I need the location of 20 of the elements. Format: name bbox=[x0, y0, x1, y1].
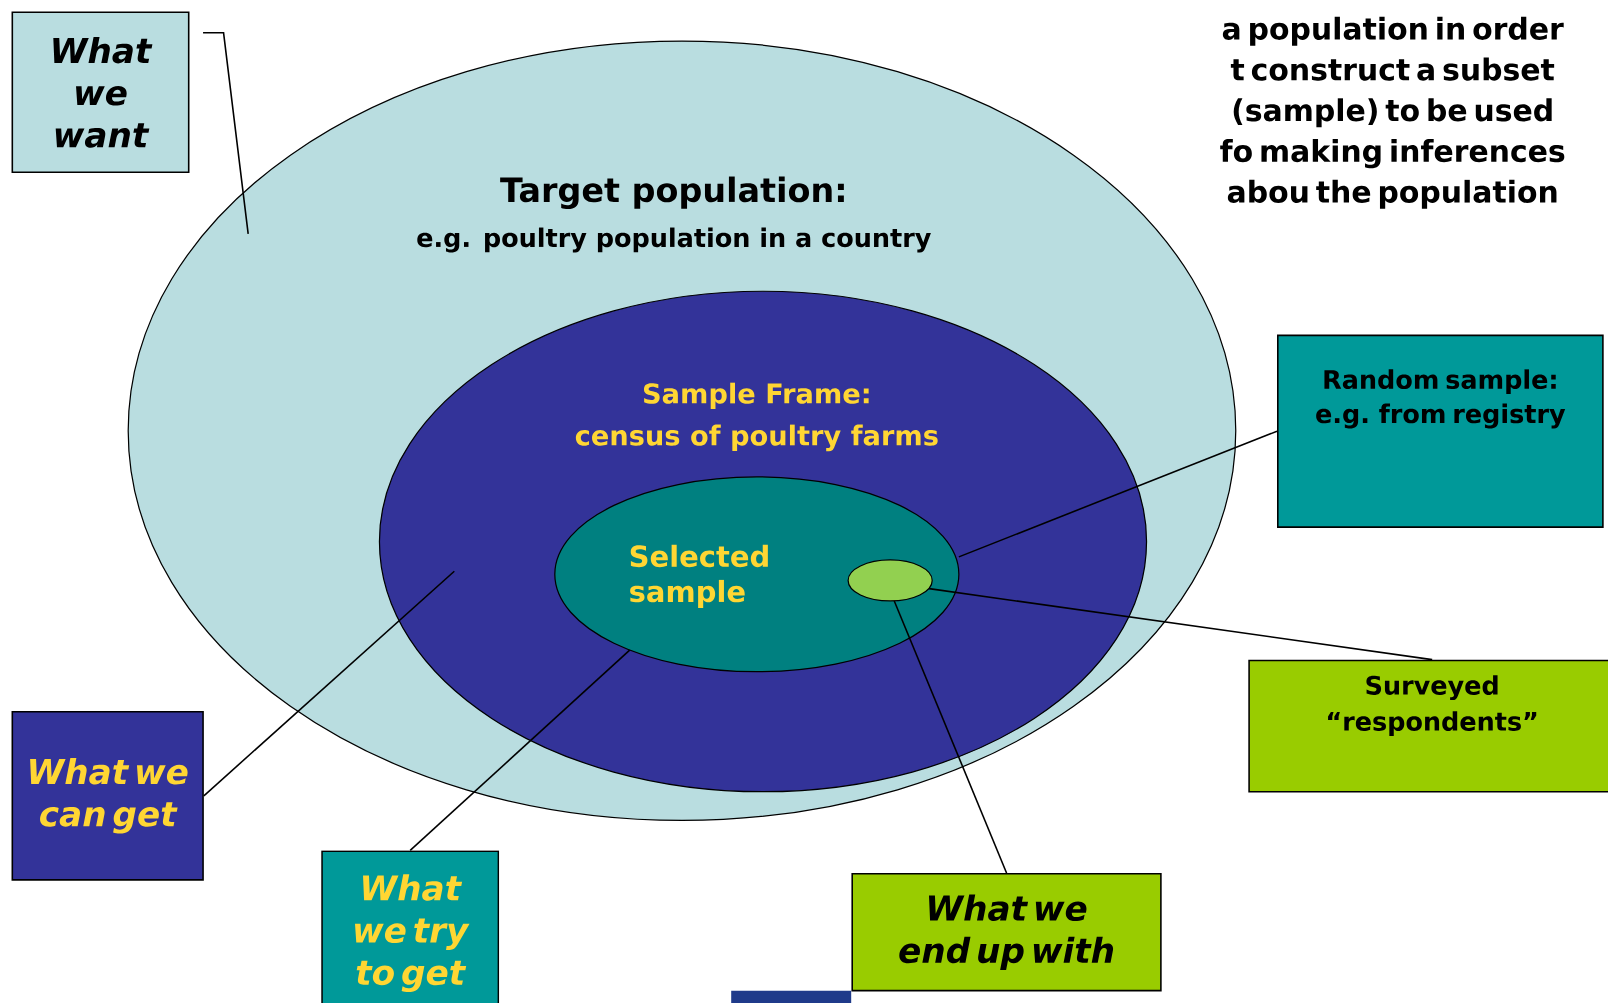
leader-line bbox=[958, 430, 1278, 558]
ellipse-label: census of poultry farms bbox=[575, 424, 938, 452]
leader-line bbox=[203, 570, 456, 797]
ellipse-heading: Target population: bbox=[500, 176, 844, 210]
note-text: a population in order t construct a subset (sample) to be used fo making inferences abou the population bbox=[1220, 16, 1565, 209]
respondents-ellipse bbox=[847, 559, 933, 602]
text-box: Random sample: e.g. from registry bbox=[1277, 334, 1604, 528]
text-box: Surveyed “respondents” bbox=[1248, 659, 1608, 793]
leader-line bbox=[928, 587, 1433, 661]
leader-line bbox=[409, 649, 631, 852]
leader-line bbox=[202, 32, 249, 235]
text-box: What we end up with bbox=[851, 872, 1162, 992]
text-box: What we can get bbox=[11, 710, 204, 881]
ellipse-heading: Sample Frame: bbox=[644, 382, 869, 410]
text-box: What we try to get bbox=[321, 850, 500, 1003]
population-ellipse bbox=[554, 476, 960, 673]
leader-line bbox=[893, 600, 1008, 874]
ellipse-label: Selected sample bbox=[630, 544, 768, 608]
ellipse-label: e.g. poultry population in a country bbox=[417, 227, 931, 253]
text-box: What we want bbox=[11, 11, 190, 174]
